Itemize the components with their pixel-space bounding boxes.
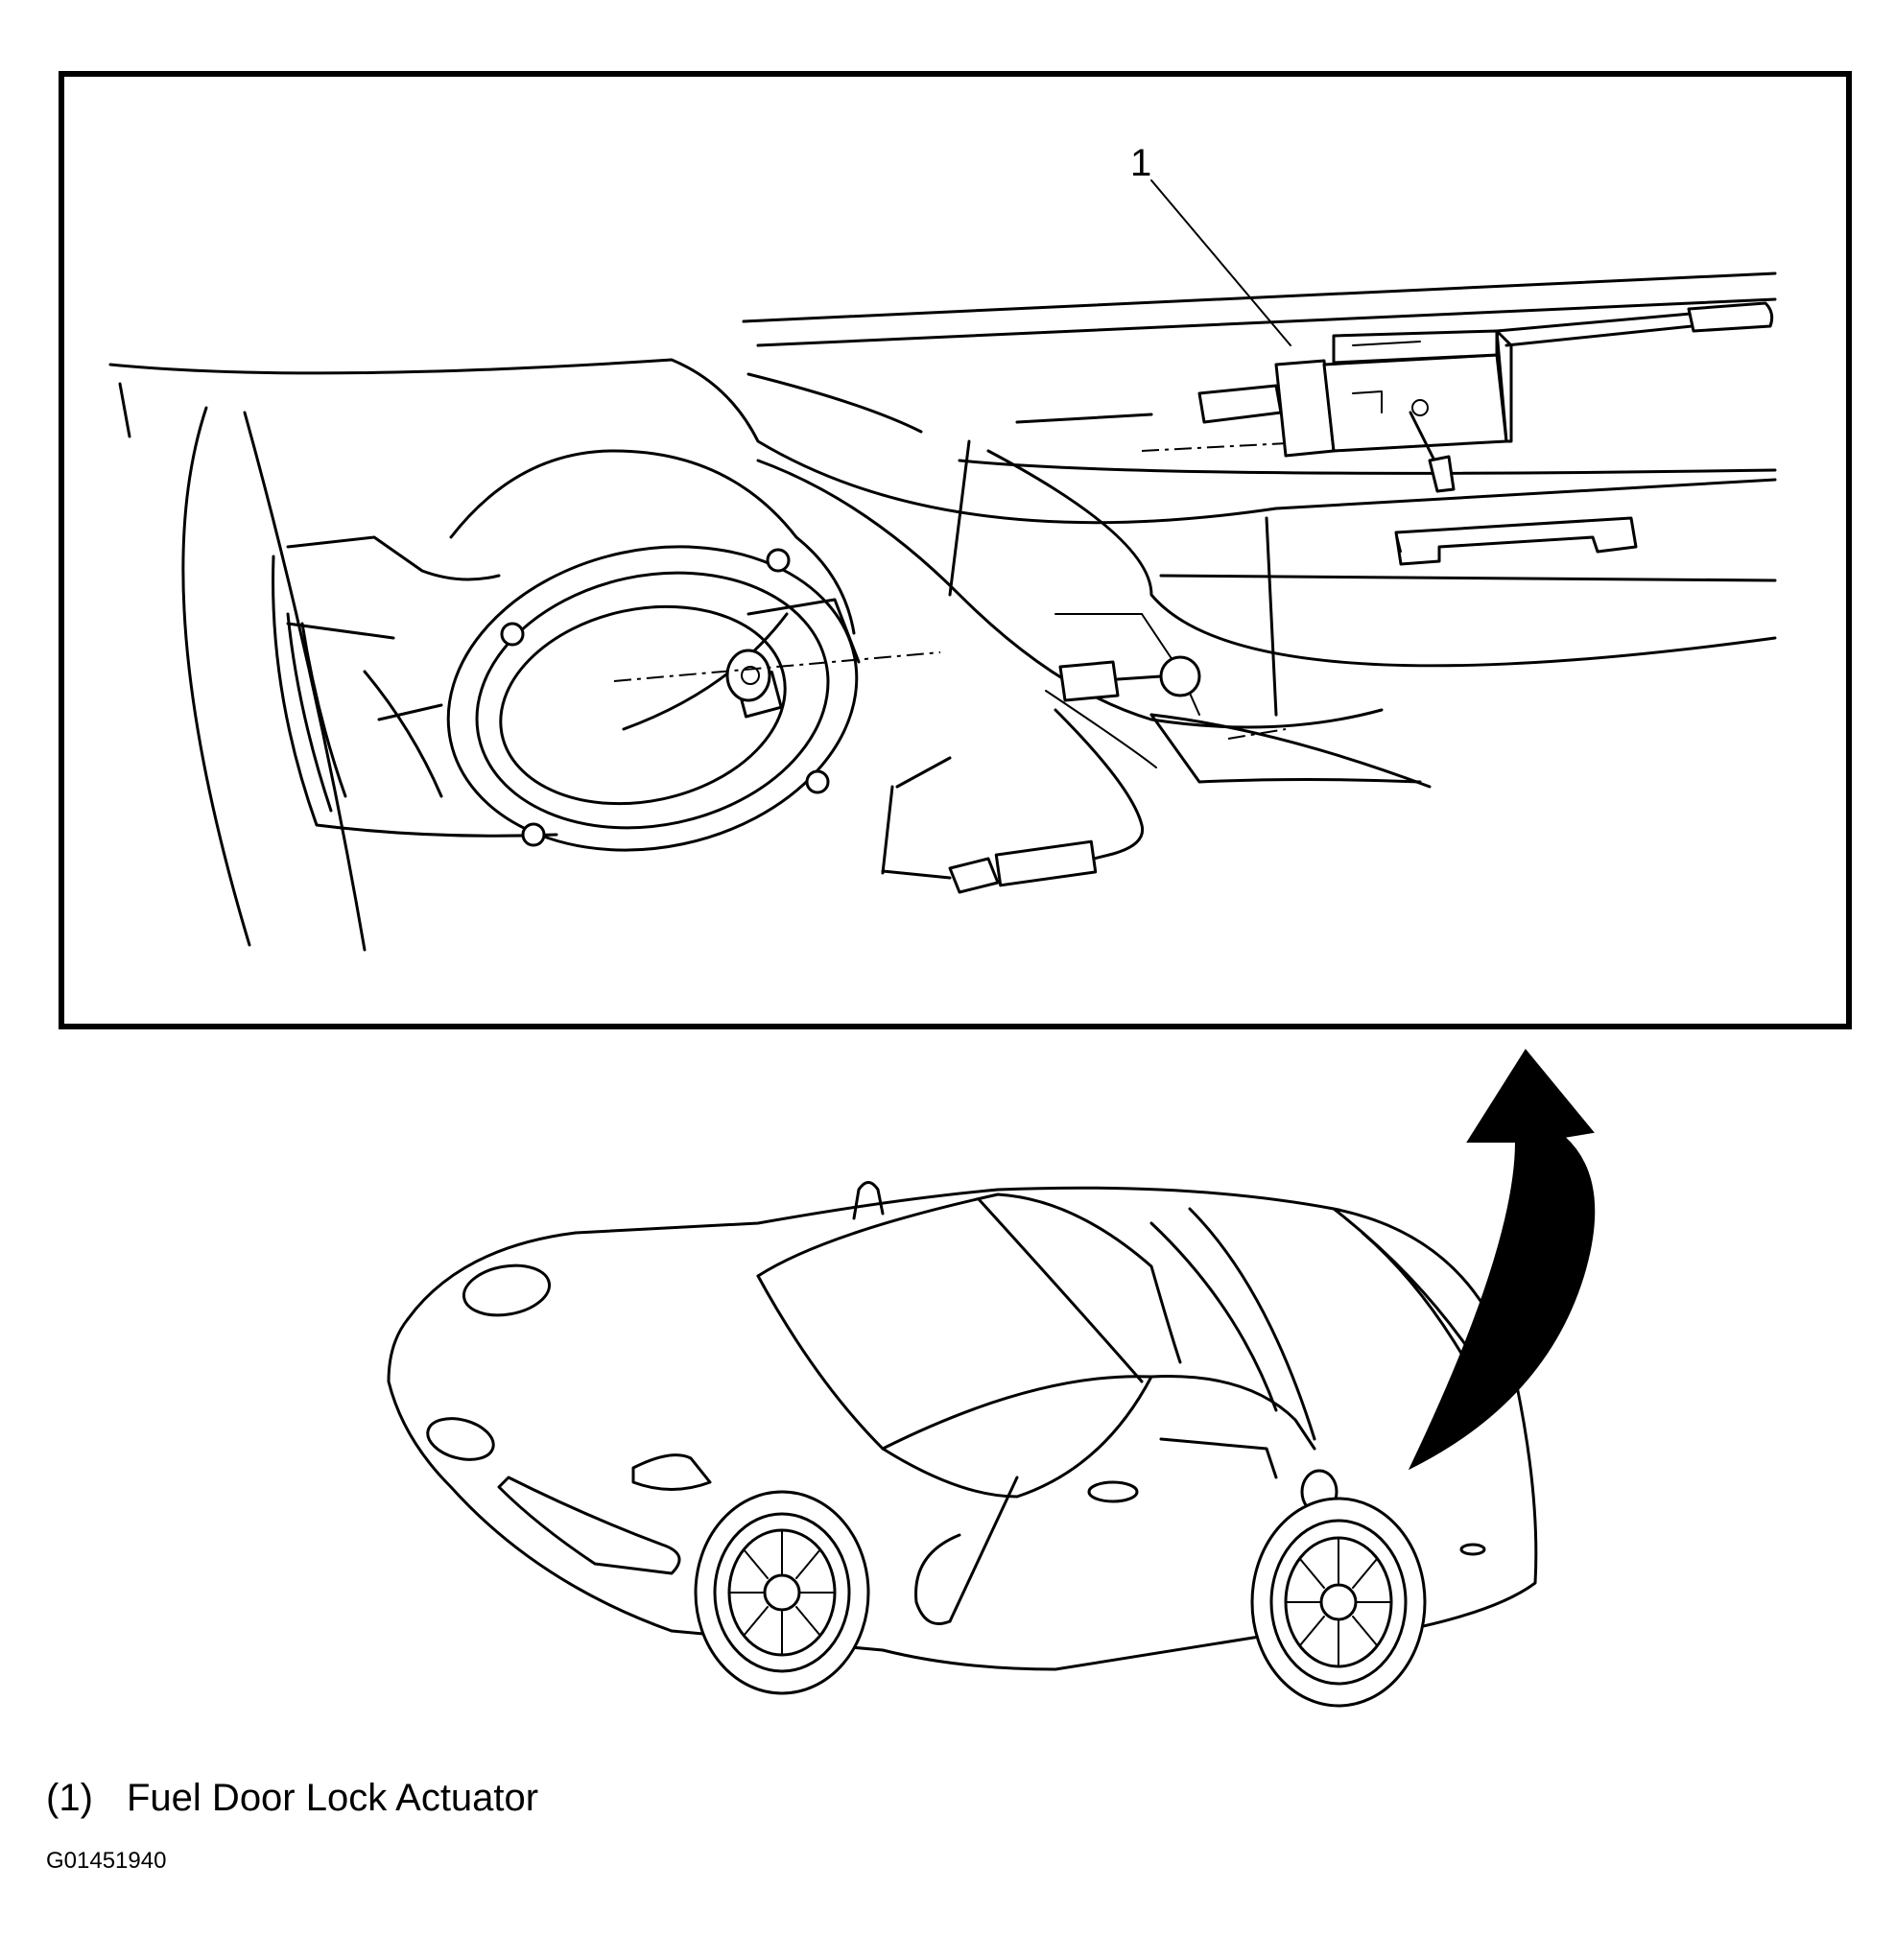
detail-frame xyxy=(59,71,1852,1029)
body-panel-lines xyxy=(108,272,1777,952)
front-wheel-icon xyxy=(694,1490,870,1695)
bracket xyxy=(1394,516,1638,566)
actuator xyxy=(1015,301,1774,493)
legend-number: (1) xyxy=(46,1777,93,1819)
release-cable xyxy=(756,459,1384,894)
fuel-door-pocket xyxy=(272,449,856,838)
figure-id: G01451940 xyxy=(46,1848,167,1874)
center-nut-icon xyxy=(725,649,771,702)
vehicle-drawing xyxy=(387,1181,1538,1671)
centerline xyxy=(613,651,941,682)
bezel-nut-icon xyxy=(521,822,546,847)
bezel-nut-icon xyxy=(500,622,525,647)
callout-leader xyxy=(1150,179,1291,346)
rear-wheel-icon xyxy=(1250,1497,1427,1708)
curved-arrow-icon xyxy=(1408,1049,1596,1471)
cable-connector xyxy=(1058,655,1201,702)
legend-label: Fuel Door Lock Actuator xyxy=(127,1777,539,1819)
legend-item: (1) Fuel Door Lock Actuator xyxy=(46,1775,538,1821)
fuel-door-ring xyxy=(446,545,861,852)
centerline xyxy=(1227,728,1287,740)
bezel-nut-icon xyxy=(766,548,791,573)
bezel-nut-icon xyxy=(805,769,830,794)
callout-number: 1 xyxy=(1130,142,1152,184)
centerline xyxy=(1141,440,1325,452)
